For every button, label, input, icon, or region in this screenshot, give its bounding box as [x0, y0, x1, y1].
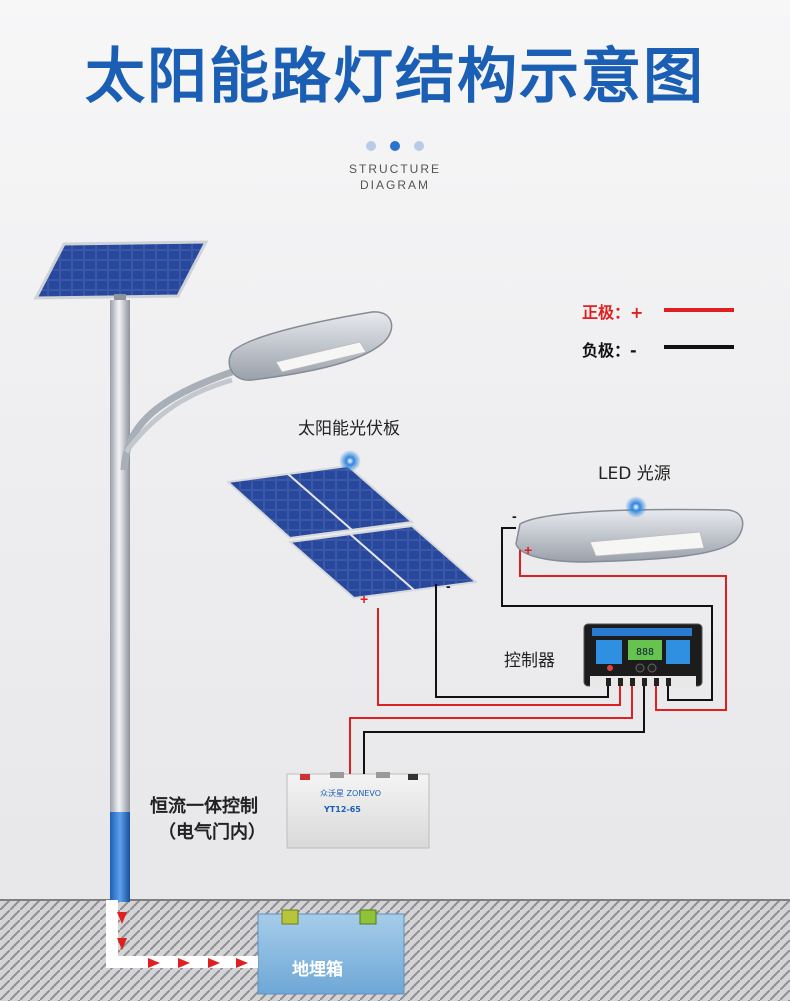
legend-positive: 正极：+: [582, 303, 644, 322]
ground-box: [257, 909, 405, 995]
wire-pv-positive: [377, 608, 621, 706]
arrow-right-icon: [236, 958, 248, 968]
led-minus-sign: -: [512, 508, 517, 524]
label-battery-note-2: （电气门内）: [158, 822, 266, 843]
pv-panel: [225, 464, 479, 600]
arrow-right-icon: [178, 958, 190, 968]
wire-battery-positive: [349, 686, 633, 774]
subtitle-line-2: DIAGRAM: [359, 178, 430, 192]
pole: [110, 300, 130, 815]
dot-icon: [366, 141, 376, 151]
pole-lamp: [228, 311, 393, 381]
pv-plus-sign: +: [360, 591, 369, 607]
pole-solar-panel: [33, 240, 209, 300]
dot-icon: [414, 141, 424, 151]
legend-negative: 负极：-: [582, 341, 637, 360]
hotspot-icon: [339, 450, 361, 472]
dot-active-icon: [390, 141, 400, 151]
wire-battery-negative: [363, 686, 645, 774]
hotspot-icon: [625, 496, 647, 518]
battery-brand: 众沃星 ZONEVO: [320, 789, 381, 798]
wire-led-positive: [519, 550, 727, 711]
led-plus-sign: +: [524, 542, 533, 558]
label-battery-note-1: 恒流一体控制: [150, 796, 258, 817]
arrow-right-icon: [208, 958, 220, 968]
arrow-down-icon: [117, 938, 127, 950]
label-solar-panel: 太阳能光伏板: [298, 419, 400, 439]
controller-readout: 888: [636, 647, 654, 658]
battery-model: YT12-65: [323, 805, 361, 814]
pole-base: [110, 812, 130, 902]
flow-arrows: [117, 912, 248, 968]
label-ground-box: 地埋箱: [292, 960, 343, 980]
battery: [286, 772, 430, 849]
wire-led-negative: [501, 527, 713, 701]
arrow-down-icon: [117, 912, 127, 924]
controller: [583, 623, 703, 688]
label-controller: 控制器: [504, 651, 555, 671]
wire-pv-negative: [435, 584, 609, 698]
pv-minus-sign: -: [446, 578, 451, 594]
page-title: 太阳能路灯结构示意图: [85, 42, 705, 112]
arrow-right-icon: [148, 958, 160, 968]
led-lamp: [515, 508, 744, 563]
label-led: LED 光源: [598, 464, 671, 484]
subtitle-line-1: STRUCTURE: [349, 162, 441, 176]
pagination-dots: [0, 136, 790, 155]
